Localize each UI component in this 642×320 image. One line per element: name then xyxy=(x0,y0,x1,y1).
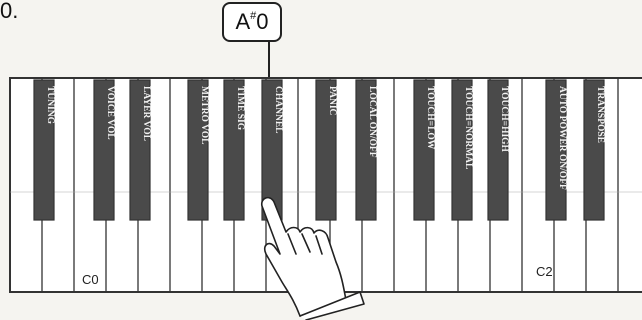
black-key-label: TOUCH=LOW xyxy=(425,86,435,150)
black-key-label: TOUCH=HIGH xyxy=(499,86,509,153)
black-key-label: TOUCH=NORMAL xyxy=(463,86,473,169)
octave-label-c2: C2 xyxy=(536,264,553,279)
black-key-label: VOICE VOL xyxy=(105,86,115,140)
black-key-label: LAYER VOL xyxy=(141,86,151,141)
black-key-label: TRANSPOSE xyxy=(595,86,605,143)
black-key-label: PANIC xyxy=(327,86,337,116)
black-key-label: LOCAL ON/OFF xyxy=(367,86,377,158)
black-key-label: AUTO POWER ON/OFF xyxy=(557,86,567,190)
black-key-label: CHANNEL xyxy=(273,86,283,134)
black-key-label: METRO VOL xyxy=(199,86,209,145)
octave-label-c0: C0 xyxy=(82,272,99,287)
black-key-label: TIME SIG xyxy=(235,86,245,131)
black-key-label: TUNING xyxy=(45,86,55,125)
